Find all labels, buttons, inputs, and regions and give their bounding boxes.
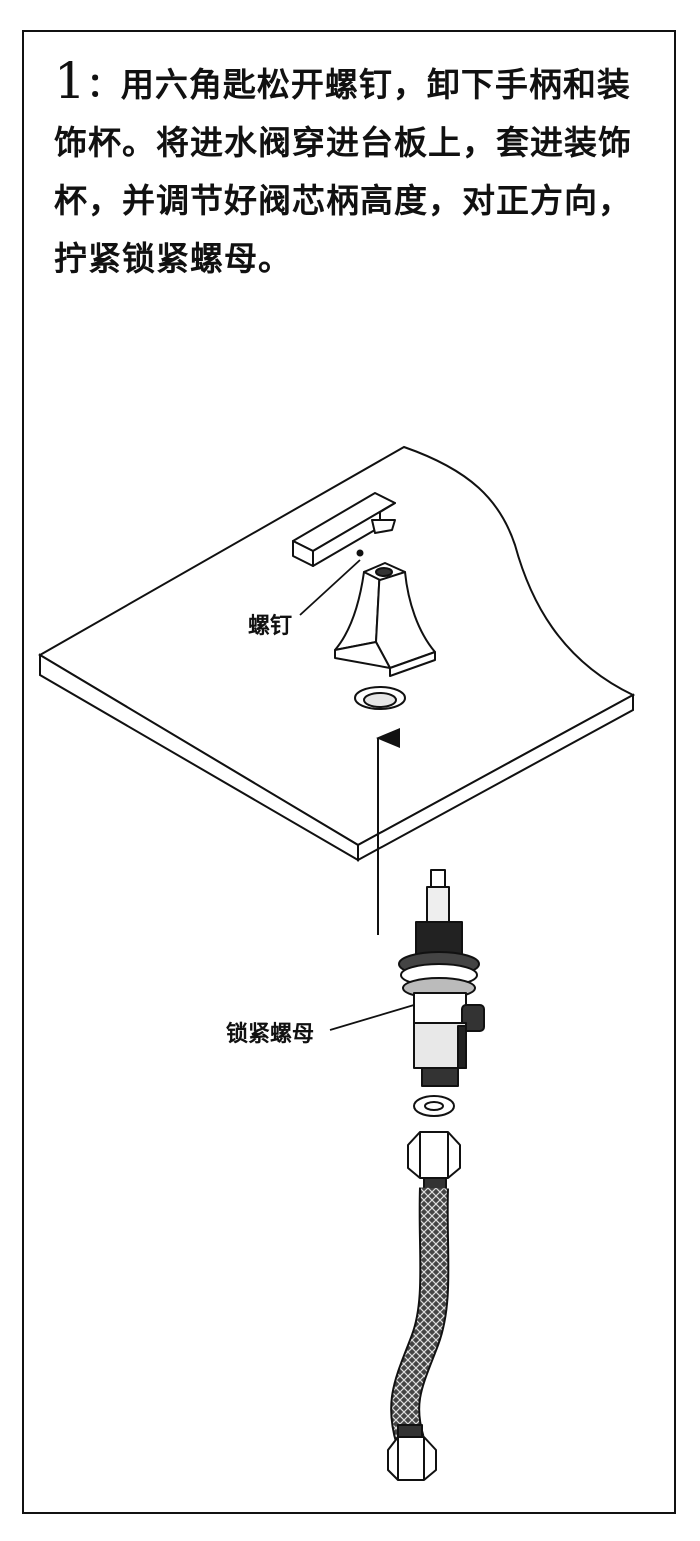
decorative-cup (334, 562, 436, 677)
step-separator: ： (86, 65, 121, 104)
inlet-valve (398, 869, 485, 1087)
mounting-hole (354, 686, 406, 710)
handle (292, 492, 396, 567)
step-text: 用六角匙松开螺钉，卸下手柄和装饰杯。将进水阀穿进台板上，套进装饰杯，并调节好阀芯… (54, 65, 632, 278)
hose-bottom-nut (387, 1424, 437, 1481)
lock-nut-leader-line (329, 1004, 415, 1031)
instruction-frame (22, 30, 676, 1514)
screw-dot (356, 549, 364, 557)
hose-top-nut (407, 1131, 461, 1191)
screw-leader-line (299, 559, 361, 616)
step-number: 1 (54, 52, 87, 110)
washer (413, 1095, 455, 1117)
countertop-plate (38, 445, 636, 862)
screw-label: 螺钉 (248, 614, 293, 639)
lock-nut-label: 锁紧螺母 (226, 1022, 315, 1047)
step-instruction: 1：用六角匙松开螺钉，卸下手柄和装饰杯。将进水阀穿进台板上，套进装饰杯，并调节好… (54, 52, 654, 288)
